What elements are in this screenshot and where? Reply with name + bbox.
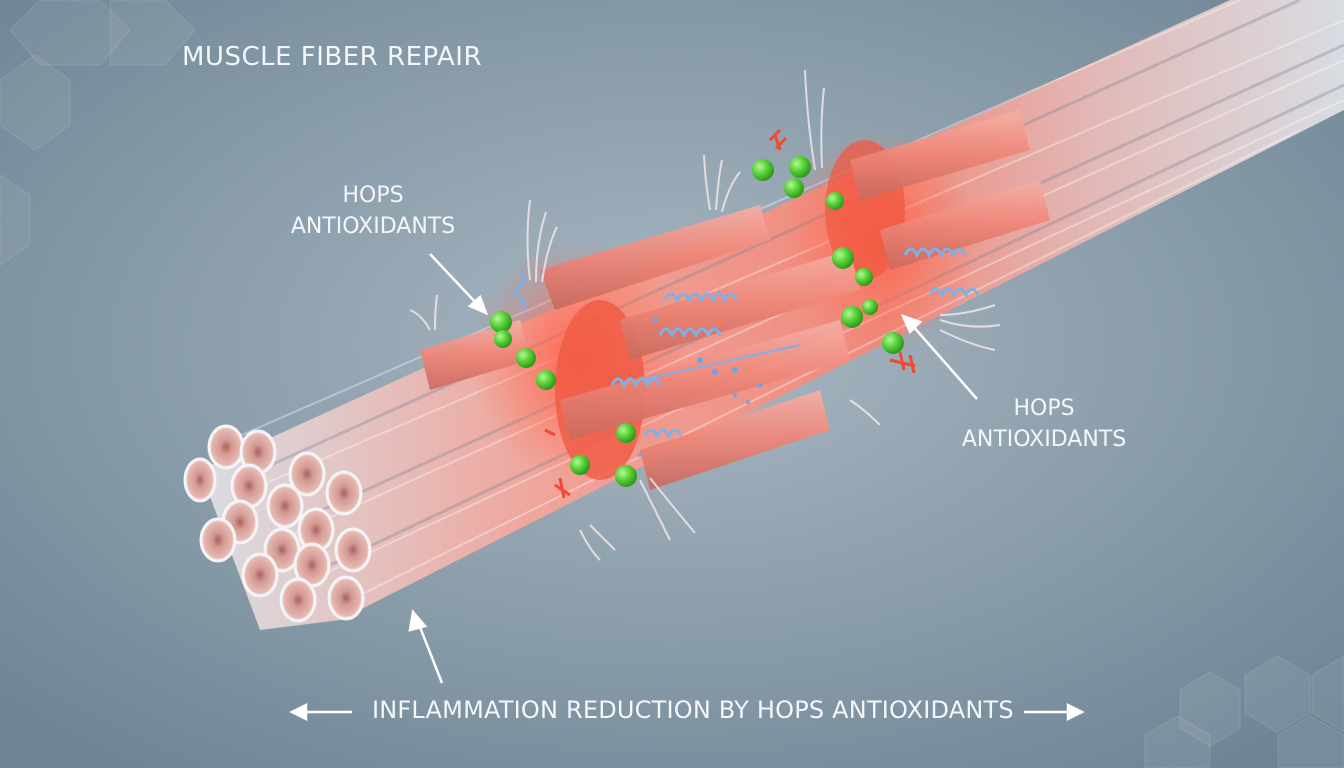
antioxidant-sphere — [862, 299, 878, 315]
frayed-fibrils — [409, 69, 1001, 561]
antioxidant-sphere — [494, 330, 512, 348]
antioxidant-sphere — [832, 247, 854, 269]
label-line-2: ANTIOXIDANTS — [961, 427, 1127, 452]
antioxidant-sphere — [784, 178, 804, 198]
antioxidant-sphere — [490, 311, 512, 333]
label-line-2: ANTIOXIDANTS — [290, 214, 456, 239]
arrow-left-icon — [289, 702, 308, 722]
protein-helices — [513, 247, 980, 440]
annotation-arrows — [289, 253, 1085, 722]
antioxidant-sphere — [615, 465, 637, 487]
hexagon-pattern-bottom-right — [1144, 655, 1344, 768]
arrow-head-icon — [408, 609, 428, 632]
protein-fragments — [638, 317, 763, 457]
inflammatory-markers — [544, 128, 916, 499]
antioxidant-sphere — [616, 423, 636, 443]
arrow-head-icon — [467, 294, 489, 316]
arrow-head-icon — [900, 313, 923, 335]
antioxidant-spheres — [490, 156, 904, 487]
arrow-hops-left — [429, 253, 479, 306]
arrow-right-icon — [1066, 702, 1085, 722]
label-hops-antioxidants-left: HOPS ANTIOXIDANTS — [284, 180, 462, 242]
antioxidant-sphere — [516, 348, 536, 368]
label-line-1: HOPS — [1013, 396, 1075, 421]
antioxidant-sphere — [570, 455, 590, 475]
antioxidant-sphere — [536, 370, 556, 390]
arrow-bundle — [416, 621, 444, 684]
antioxidant-sphere — [841, 306, 863, 328]
label-hops-antioxidants-right: HOPS ANTIOXIDANTS — [955, 393, 1133, 455]
antioxidant-sphere — [789, 156, 811, 178]
bottom-caption: INFLAMMATION REDUCTION BY HOPS ANTIOXIDA… — [372, 696, 1014, 724]
antioxidant-sphere — [855, 268, 873, 286]
antioxidant-sphere — [882, 332, 904, 354]
page-title: MUSCLE FIBER REPAIR — [182, 42, 483, 72]
hexagon-pattern-top-left — [0, 0, 196, 266]
label-line-1: HOPS — [342, 183, 404, 208]
antioxidant-sphere — [752, 159, 774, 181]
arrow-hops-right — [911, 324, 978, 400]
fiber-cross-sections — [183, 424, 372, 623]
antioxidant-sphere — [826, 192, 844, 210]
